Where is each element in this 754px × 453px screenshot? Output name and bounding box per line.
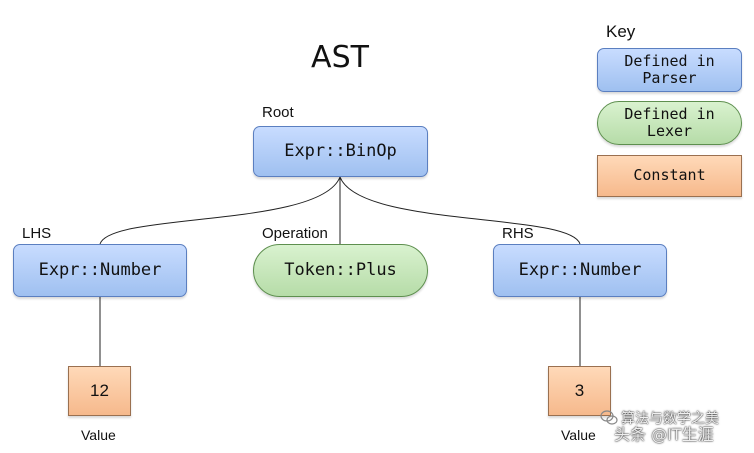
wechat-icon bbox=[600, 409, 618, 427]
operation-node: Token::Plus bbox=[253, 244, 428, 297]
watermark-source: 头条 @IT生涯 bbox=[614, 425, 714, 444]
rhs-value-node: 3 bbox=[548, 366, 611, 416]
key-heading: Key bbox=[606, 22, 636, 41]
lhs-value-label: Value bbox=[81, 427, 116, 443]
edge-root-lhs bbox=[99, 176, 341, 245]
lhs-value-node: 12 bbox=[68, 366, 131, 416]
root-node: Expr::BinOp bbox=[253, 126, 428, 177]
lhs-label: LHS bbox=[22, 225, 52, 242]
rhs-node: Expr::Number bbox=[493, 244, 667, 297]
rhs-value-label: Value bbox=[561, 427, 596, 443]
edge-root-rhs bbox=[339, 176, 581, 245]
operation-label: Operation bbox=[262, 225, 328, 242]
lhs-node: Expr::Number bbox=[13, 244, 187, 297]
key-parser-box: Defined in Parser bbox=[597, 48, 742, 92]
watermark-account: 算法与数学之美 bbox=[621, 411, 719, 427]
root-label: Root bbox=[262, 104, 294, 121]
key-constant-box: Constant bbox=[597, 155, 742, 197]
rhs-label: RHS bbox=[502, 225, 534, 242]
diagram-title: AST bbox=[311, 40, 369, 75]
key-lexer-box: Defined in Lexer bbox=[597, 101, 742, 145]
